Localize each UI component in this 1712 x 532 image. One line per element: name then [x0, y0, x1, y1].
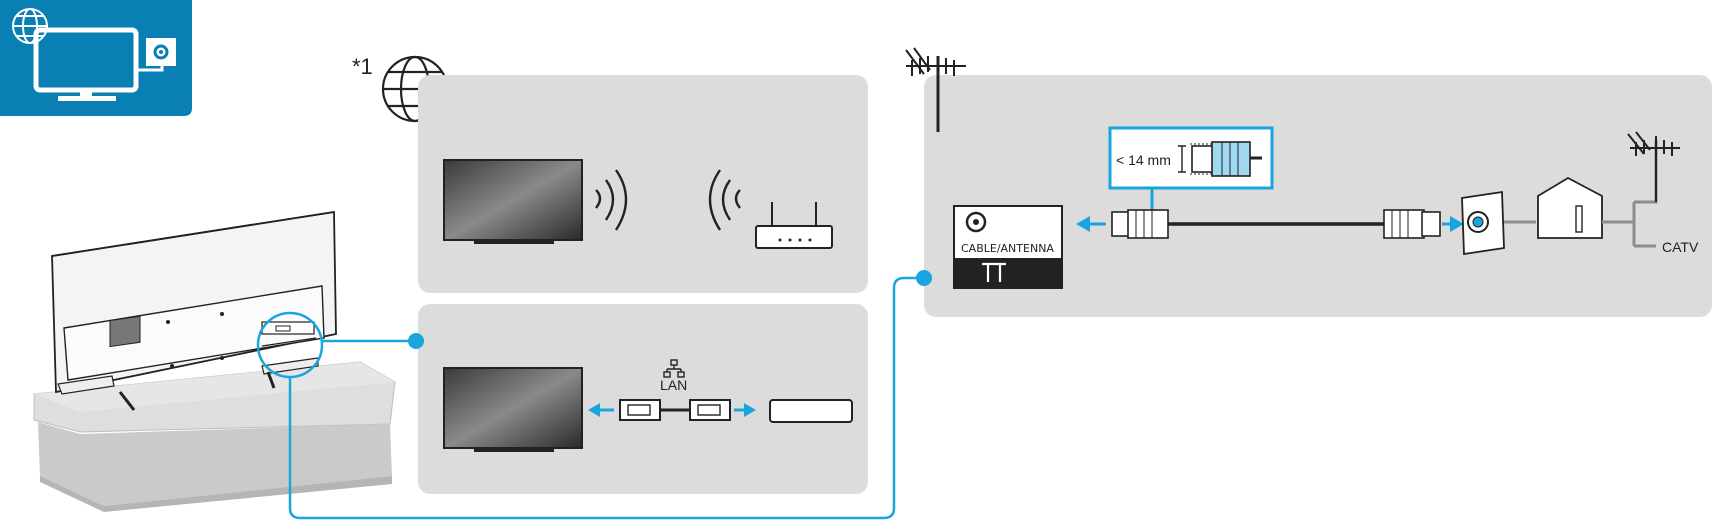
router-icon — [755, 202, 833, 249]
cable-antenna-label: CABLE/ANTENNA — [961, 242, 1054, 255]
footnote-mark: *1 — [352, 54, 373, 79]
lan-cable-icon — [588, 399, 756, 421]
wall-outlet-icon — [1461, 190, 1505, 256]
lan-label: LAN — [660, 377, 687, 393]
catv-cable-icon — [1602, 140, 1658, 248]
catv-label: CATV — [1662, 239, 1699, 255]
connector-lines — [288, 276, 924, 520]
antenna-icon — [905, 47, 966, 132]
cable-antenna-terminal: CABLE/ANTENNA — [953, 205, 1063, 289]
coax-cable-icon — [1076, 209, 1464, 239]
connector-size-callout: < 14 mm — [1108, 126, 1274, 190]
wifi-waves-icon — [595, 169, 628, 231]
house-icon — [1537, 176, 1603, 239]
tv-icon — [443, 367, 583, 452]
network-tv-antenna-icon — [0, 0, 192, 116]
wifi-waves-icon — [708, 169, 741, 231]
tv-icon — [443, 159, 583, 244]
catv-antenna-icon — [1627, 131, 1680, 202]
connector-size-label: < 14 mm — [1116, 152, 1171, 168]
router-box-icon — [769, 399, 853, 423]
tv-rear-view — [51, 210, 337, 411]
lan-network-icon — [663, 359, 685, 378]
